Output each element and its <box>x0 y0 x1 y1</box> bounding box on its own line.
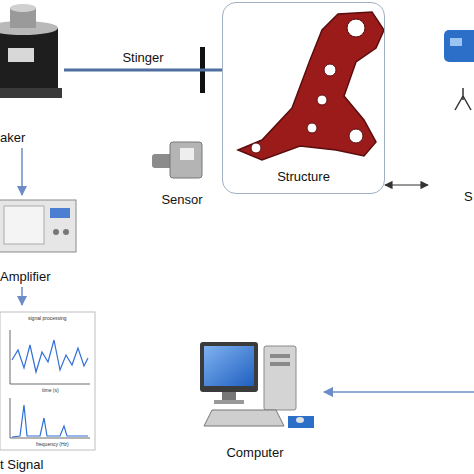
shaker-illustration <box>0 4 62 98</box>
shaker-base <box>0 88 62 98</box>
signal-panel <box>0 312 95 450</box>
amplifier-panel <box>4 206 44 244</box>
scanner-lens <box>450 38 462 46</box>
stinger-line <box>64 69 222 72</box>
flow-arrow <box>21 287 23 305</box>
tripod-leg <box>463 96 471 110</box>
scanner-illustration <box>444 30 474 110</box>
amplifier-knob <box>63 229 69 235</box>
amplifier-knob <box>53 229 59 235</box>
node-label: Computer <box>190 445 320 460</box>
tower-drive <box>270 362 290 366</box>
axis-line <box>10 398 11 438</box>
node-label: Amplifier <box>0 269 51 284</box>
plot-label: time (s) <box>42 387 59 393</box>
structure-box: Structure <box>222 2 385 194</box>
monitor-base <box>214 400 244 404</box>
stinger-tip <box>200 47 205 93</box>
amplifier-rack <box>0 200 76 252</box>
node-label: aker <box>0 130 25 145</box>
axis-line <box>10 384 90 385</box>
mouse-pad <box>288 416 314 428</box>
keyboard <box>204 410 284 426</box>
tripod-leg <box>455 96 463 110</box>
scanner-node: S <box>428 25 474 205</box>
arm-hole <box>307 123 317 133</box>
signal-illustration <box>0 312 95 450</box>
arm-hole <box>251 143 261 153</box>
time-signal <box>12 340 88 372</box>
monitor-stand <box>222 392 236 400</box>
plot-label: signal processing <box>28 315 67 321</box>
sensor-illustration <box>152 142 202 178</box>
sensor-node: Sensor <box>150 135 214 211</box>
spectrum-signal <box>12 405 88 437</box>
arm-hole <box>349 129 363 143</box>
plot-label: frequency (Hz) <box>36 441 69 447</box>
shaker-node: aker <box>0 0 64 148</box>
axis-line <box>10 438 90 439</box>
mouse <box>296 417 304 423</box>
tower-drive <box>270 354 290 358</box>
input-arrow <box>324 391 474 393</box>
shaker-armature-top <box>10 4 36 12</box>
monitor-frame <box>200 342 258 392</box>
node-label: Sensor <box>150 192 214 207</box>
node-label: S <box>464 189 473 204</box>
computer-illustration <box>200 342 314 428</box>
computer-tower <box>264 346 296 410</box>
axis-line <box>10 330 11 384</box>
control-arm <box>238 12 384 160</box>
amplifier-display <box>50 208 70 218</box>
edge-label: Stinger <box>122 50 163 65</box>
node-label: Structure <box>223 169 384 184</box>
amplifier-node: Amplifier <box>0 195 80 287</box>
sensor-label <box>180 148 194 160</box>
double-arrow <box>385 184 428 185</box>
arm-hole <box>347 19 365 37</box>
scanner-head <box>444 30 474 62</box>
flow-arrow <box>21 148 23 195</box>
structure-illustration <box>238 12 384 160</box>
amplifier-illustration <box>0 200 76 252</box>
node-label: t Signal <box>0 457 43 472</box>
arm-hole <box>317 95 327 105</box>
shaker-plate <box>8 48 34 62</box>
arm-hole <box>324 64 336 76</box>
monitor-screen <box>204 346 254 386</box>
computer-node: Computer <box>190 335 320 463</box>
sensor-cube <box>170 142 202 178</box>
shaker-body <box>0 28 58 92</box>
